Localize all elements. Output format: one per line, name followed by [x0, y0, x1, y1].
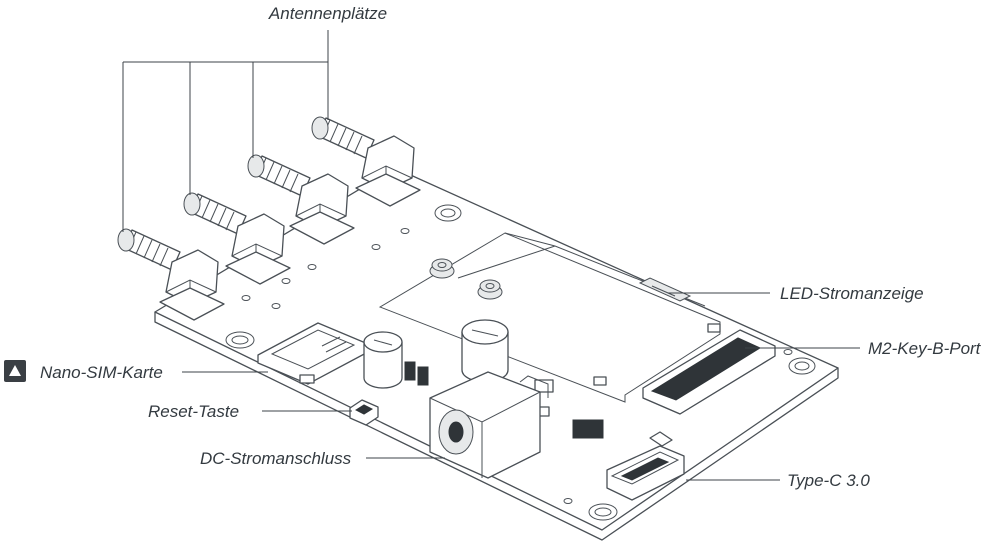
standoff — [477, 279, 503, 300]
standoff — [429, 258, 455, 279]
sma-connector — [183, 192, 291, 285]
label-antennas: Antennenplätze — [268, 4, 387, 23]
led-indicator — [638, 277, 692, 302]
label-reset: Reset-Taste — [148, 402, 239, 421]
circuit-board — [154, 167, 839, 541]
antenna-connectors — [117, 116, 421, 321]
label-typec: Type-C 3.0 — [787, 471, 870, 490]
reset-button — [349, 399, 379, 426]
sma-connector — [311, 116, 421, 207]
label-m2: M2-Key-B-Port — [868, 339, 982, 358]
callout-lines — [122, 30, 860, 481]
mounting-hole — [788, 357, 816, 375]
capacitor — [363, 331, 403, 389]
mounting-hole — [225, 331, 255, 349]
label-sim: Nano-SIM-Karte — [40, 363, 163, 382]
sim-slot — [257, 322, 429, 386]
mounting-hole — [588, 503, 618, 521]
mounting-hole — [434, 204, 462, 222]
sma-connector — [247, 154, 355, 245]
label-dc: DC-Stromanschluss — [200, 449, 352, 468]
usb-type-c-port — [606, 445, 685, 501]
m2-slot — [642, 329, 776, 415]
capacitor — [461, 319, 509, 383]
triangle-up-icon — [4, 360, 26, 382]
dc-jack — [429, 371, 549, 479]
label-led: LED-Stromanzeige — [780, 284, 924, 303]
sma-connector — [117, 228, 225, 321]
